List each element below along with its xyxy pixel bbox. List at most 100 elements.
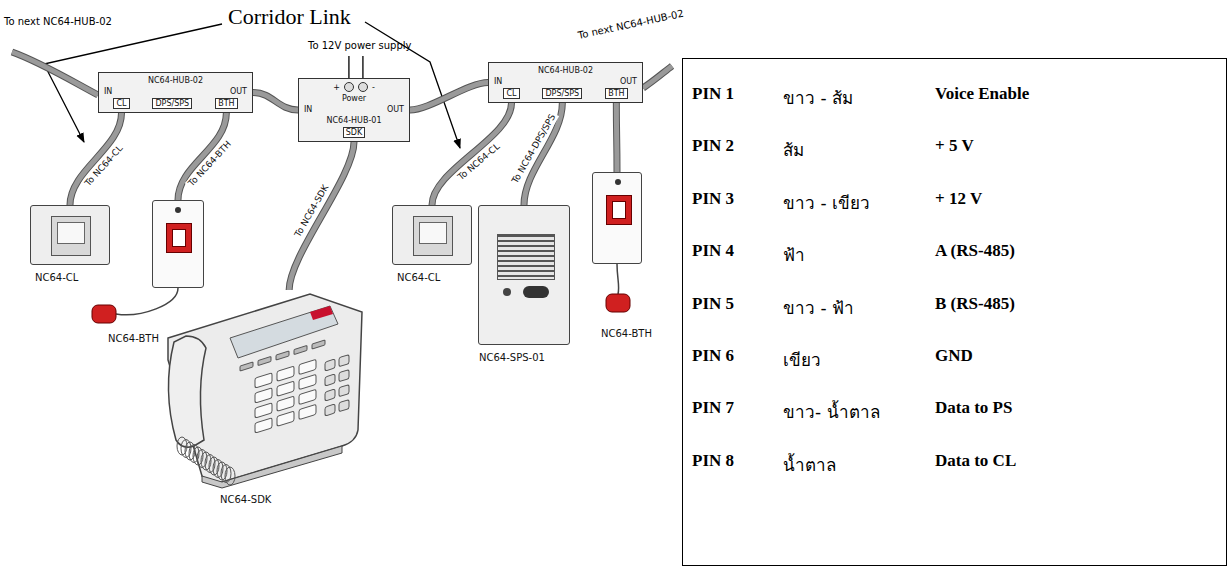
cable (253, 93, 298, 111)
table-cell: PIN 3 (692, 189, 734, 209)
red-plug (92, 305, 116, 323)
red-plug (606, 294, 630, 312)
table-cell: น้ำตาล (783, 451, 836, 478)
power-wire (362, 56, 364, 78)
hub-label: IN (304, 105, 312, 114)
hub-label: NC64-HUB-02 (538, 66, 593, 75)
coiled-cord (225, 467, 235, 485)
table-cell: Data to PS (935, 398, 1012, 418)
table-cell: PIN 2 (692, 136, 734, 156)
hub-box: +-PowerINOUTNC64-HUB-01SDK (298, 78, 410, 142)
rocker (419, 222, 447, 244)
table-cell: + 12 V (935, 189, 982, 209)
indicator (175, 207, 181, 213)
hub-row: CL DPS/SPS BTH (494, 88, 637, 99)
port-label: BTH (605, 88, 627, 99)
indicator (615, 179, 621, 185)
table-cell: B (RS-485) (935, 294, 1015, 314)
key (277, 381, 294, 396)
table-cell: PIN 8 (692, 451, 734, 471)
hub-row: NC64-HUB-02 (104, 76, 247, 85)
speaker-grille (497, 234, 555, 280)
key (325, 389, 335, 401)
microphone (503, 288, 511, 296)
cl-device: NC64-CL (30, 205, 110, 265)
key (277, 366, 294, 381)
hub-label: OUT (387, 105, 404, 114)
sdk-device: NC64-SDK (160, 290, 365, 490)
hub-label: + (333, 83, 340, 92)
hub-row: NC64-HUB-02 (494, 66, 637, 75)
cable (432, 103, 511, 205)
device-name: NC64-BTH (108, 333, 159, 344)
device-name: NC64-CL (35, 272, 78, 283)
hub-label: NC64-HUB-02 (148, 76, 203, 85)
cl-device: NC64-CL (392, 205, 472, 265)
cable (410, 83, 488, 111)
device-name: NC64-SPS-01 (479, 352, 545, 363)
handset (168, 336, 206, 447)
key (255, 403, 272, 418)
table-cell: + 5 V (935, 136, 974, 156)
bth-device: NC64-BTH (152, 200, 204, 288)
cable-outline (253, 93, 298, 111)
port-label: DPS/SPS (152, 98, 192, 109)
hub-row: CL DPS/SPS BTH (104, 98, 247, 109)
cable-outline (410, 83, 488, 111)
key (294, 346, 307, 355)
device-name: NC64-SDK (220, 494, 271, 505)
callout-label: Corridor Link (228, 4, 351, 30)
soft-keys (240, 340, 325, 371)
table-cell: ขาว- น้ำตาล (783, 398, 880, 425)
key (258, 357, 271, 366)
port-label: CL (503, 88, 519, 99)
port-label: SDK (343, 127, 365, 138)
key (325, 359, 335, 371)
key (277, 411, 294, 426)
port-label: BTH (215, 98, 237, 109)
red-strip (310, 306, 333, 320)
key (325, 404, 335, 416)
power-wire (348, 56, 350, 78)
cable-core (614, 103, 620, 172)
port-label: DPS/SPS (542, 88, 582, 99)
key (339, 355, 349, 367)
table-cell: PIN 5 (692, 294, 734, 314)
key (339, 400, 349, 412)
key (255, 418, 272, 433)
hub-label: OUT (230, 87, 247, 96)
hub-row: NC64-HUB-01 (304, 116, 404, 125)
cable (12, 52, 98, 95)
keypad (255, 359, 316, 433)
table-cell: ขาว - ฟ้า (783, 294, 854, 321)
key (523, 286, 549, 298)
callout-label: To next NC64-HUB-02 (4, 16, 112, 27)
cord (617, 264, 619, 294)
button-face (612, 201, 626, 219)
key (277, 396, 294, 411)
hub-label: IN (104, 87, 112, 96)
hub-label: Power (342, 94, 366, 103)
key (276, 351, 289, 360)
terminal (358, 82, 368, 92)
table-cell: ขาว - เขียว (783, 189, 870, 216)
terminal (344, 82, 354, 92)
hub-row: SDK (304, 127, 404, 138)
rocker (57, 222, 85, 244)
cable (12, 52, 98, 95)
port-label: CL (113, 98, 129, 109)
cable-outline (289, 142, 354, 290)
key (255, 373, 272, 388)
cable-core (253, 93, 298, 111)
hub-label: OUT (620, 77, 637, 86)
key (299, 359, 316, 374)
key (240, 362, 253, 371)
table-cell: Data to CL (935, 451, 1016, 471)
button-face (172, 229, 186, 247)
key (325, 374, 335, 386)
desk-phone (160, 290, 365, 490)
key (299, 374, 316, 389)
key (339, 370, 349, 382)
cable-core (432, 103, 511, 205)
sps-device: NC64-SPS-01 (478, 205, 570, 345)
